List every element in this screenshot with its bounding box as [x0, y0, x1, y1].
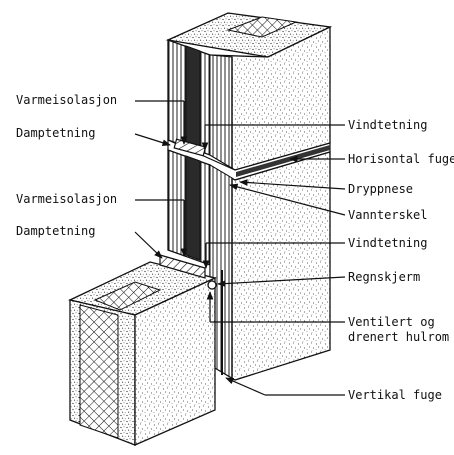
label-horisontal-fuge: Horisontal fuge — [348, 152, 454, 166]
upper-panel-cavity — [209, 54, 233, 169]
label-vindtetning-1: Vindtetning — [348, 118, 427, 132]
corner-block-top-insulation — [93, 281, 162, 311]
leader-lines — [134, 100, 346, 396]
upper-panel-insulation-strip — [185, 45, 201, 151]
label-vannterskel: Vannterskel — [348, 208, 427, 222]
label-ventilert-line-1: Ventilert og — [348, 315, 435, 329]
labels-left: Varmeisolasjon Damptetning Varmeisolasjo… — [16, 93, 117, 238]
label-dryppnese: Dryppnese — [348, 182, 413, 196]
label-ventilert-line-2: drenert hulrom — [348, 330, 449, 344]
label-vindtetning-2: Vindtetning — [348, 236, 427, 250]
label-damptetning-1: Damptetning — [16, 126, 95, 140]
label-damptetning-2: Damptetning — [16, 224, 95, 238]
lower-panel — [167, 149, 331, 381]
label-varmeisolasjon-1: Varmeisolasjon — [16, 93, 117, 107]
label-varmeisolasjon-2: Varmeisolasjon — [16, 192, 117, 206]
upper-panel-top-insulation — [226, 16, 298, 38]
corner-block-front-face — [134, 276, 216, 446]
corner-block — [68, 254, 217, 446]
regnskjerm-detail — [207, 280, 217, 290]
upper-panel — [165, 12, 333, 171]
label-regnskjerm: Regnskjerm — [348, 270, 420, 284]
label-vertikal-fuge: Vertikal fuge — [348, 388, 442, 402]
corner-block-insulation-face — [79, 304, 119, 439]
damptetning-strip-2 — [159, 254, 206, 279]
labels-right: Vindtetning Horisontal fuge Dryppnese Va… — [348, 118, 454, 402]
